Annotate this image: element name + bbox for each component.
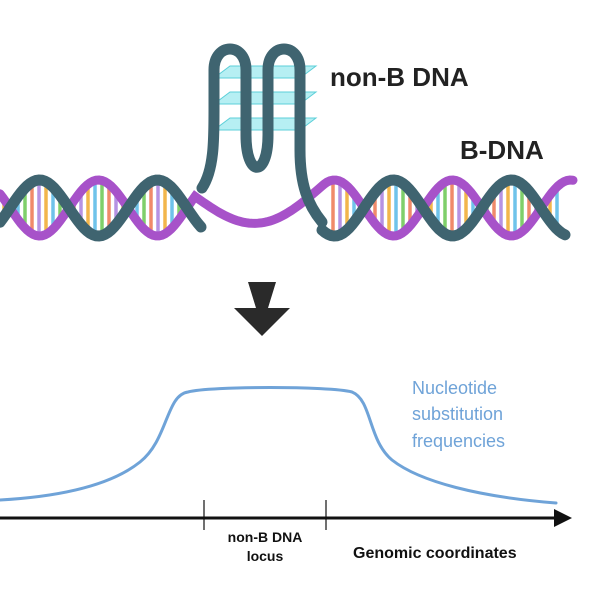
arrow-right-icon <box>554 509 572 527</box>
down-arrow-icon <box>234 282 290 336</box>
curve-label-line2: substitution <box>412 404 503 424</box>
b-dna-label: B-DNA <box>460 135 544 165</box>
curve-label-line1: Nucleotide <box>412 378 497 398</box>
non-b-dna-label: non-B DNA <box>330 62 469 92</box>
locus-label-line2: locus <box>247 548 284 564</box>
teal-backbone-strand-right <box>316 174 571 242</box>
curve-label-line3: frequencies <box>412 431 505 451</box>
teal-backbone-strand-left <box>0 174 207 242</box>
axis-label: Genomic coordinates <box>353 545 517 562</box>
locus-label-line1: non-B DNA <box>228 529 303 545</box>
non-b-dna-loop-strand <box>196 43 328 228</box>
substitution-frequency-curve <box>0 386 558 505</box>
purple-backbone-strand <box>0 175 578 241</box>
